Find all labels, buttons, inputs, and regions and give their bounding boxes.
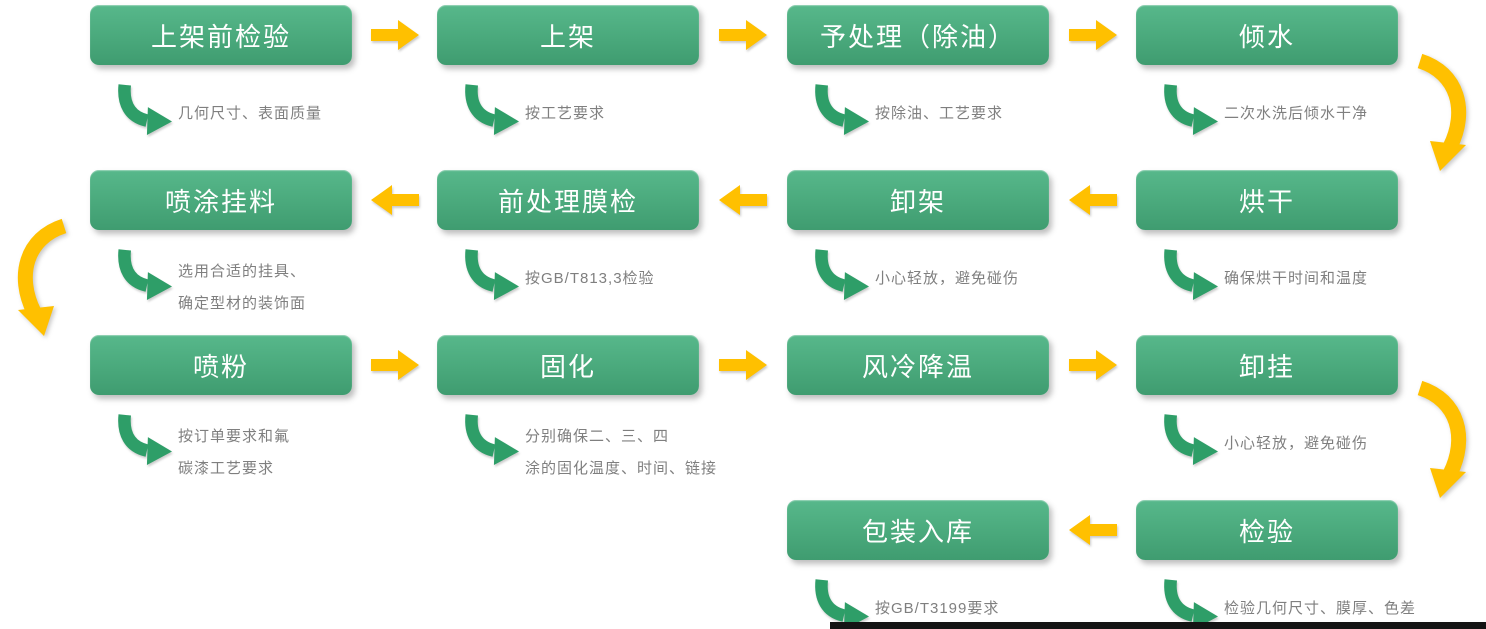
step-box-inspection-before-racking: 上架前检验 bbox=[90, 5, 352, 65]
step-note: 二次水洗后倾水干净 bbox=[1224, 105, 1369, 122]
note-swoosh-arrow-icon bbox=[463, 412, 521, 466]
step-note: 小心轻放，避免碰伤 bbox=[1224, 435, 1369, 452]
step-box-water-draining: 倾水 bbox=[1136, 5, 1398, 65]
step-note: 小心轻放，避免碰伤 bbox=[875, 270, 1020, 287]
note-swoosh-arrow-icon bbox=[116, 82, 174, 136]
step-box-curing: 固化 bbox=[437, 335, 699, 395]
step-note: 按GB/T813,3检验 bbox=[525, 270, 655, 287]
step-box-pretreatment-film-inspection: 前处理膜检 bbox=[437, 170, 699, 230]
step-box-unracking: 卸架 bbox=[787, 170, 1049, 230]
step-label: 前处理膜检 bbox=[497, 186, 638, 217]
row-connector-curve-right-icon bbox=[1412, 380, 1482, 500]
step-box-packing-warehousing: 包装入库 bbox=[787, 500, 1049, 560]
step-box-drying: 烘干 bbox=[1136, 170, 1398, 230]
step-label: 上架 bbox=[539, 21, 596, 52]
step-box-pretreatment-degreasing: 予处理（除油） bbox=[787, 5, 1049, 65]
note-swoosh-arrow-icon bbox=[813, 247, 871, 301]
flow-arrow-right-icon bbox=[719, 20, 767, 50]
note-swoosh-arrow-icon bbox=[116, 247, 174, 301]
step-note: 确保烘干时间和温度 bbox=[1224, 270, 1369, 287]
step-box-unhanging: 卸挂 bbox=[1136, 335, 1398, 395]
step-label: 喷粉 bbox=[192, 351, 249, 382]
step-note: 几何尺寸、表面质量 bbox=[178, 105, 323, 122]
step-note: 按订单要求和氟 碳漆工艺要求 bbox=[178, 428, 291, 477]
step-label: 烘干 bbox=[1238, 186, 1295, 217]
flow-arrow-right-icon bbox=[1069, 350, 1117, 380]
bottom-crop-strip bbox=[830, 622, 1486, 629]
step-note: 分别确保二、三、四 涂的固化温度、时间、链接 bbox=[525, 428, 718, 477]
step-label: 卸架 bbox=[889, 186, 946, 217]
flow-arrow-left-icon bbox=[1069, 185, 1117, 215]
step-label: 固化 bbox=[539, 351, 596, 382]
step-label: 喷涂挂料 bbox=[164, 186, 277, 217]
flow-arrow-left-icon bbox=[371, 185, 419, 215]
step-label: 风冷降温 bbox=[861, 351, 974, 382]
step-label: 卸挂 bbox=[1238, 351, 1295, 382]
note-swoosh-arrow-icon bbox=[463, 82, 521, 136]
step-label: 检验 bbox=[1238, 516, 1295, 547]
note-swoosh-arrow-icon bbox=[1162, 412, 1220, 466]
step-note: 检验几何尺寸、膜厚、色差 bbox=[1224, 600, 1417, 617]
step-box-air-cooling: 风冷降温 bbox=[787, 335, 1049, 395]
step-label: 包装入库 bbox=[861, 516, 974, 547]
step-label: 上架前检验 bbox=[150, 21, 291, 52]
step-box-final-inspection: 检验 bbox=[1136, 500, 1398, 560]
note-swoosh-arrow-icon bbox=[1162, 82, 1220, 136]
flow-arrow-right-icon bbox=[371, 20, 419, 50]
step-box-spray-hanging: 喷涂挂料 bbox=[90, 170, 352, 230]
flow-arrow-left-icon bbox=[719, 185, 767, 215]
flow-arrow-left-icon bbox=[1069, 515, 1117, 545]
step-label: 倾水 bbox=[1238, 21, 1295, 52]
flow-arrow-right-icon bbox=[371, 350, 419, 380]
step-box-racking: 上架 bbox=[437, 5, 699, 65]
note-swoosh-arrow-icon bbox=[1162, 247, 1220, 301]
flow-arrow-right-icon bbox=[1069, 20, 1117, 50]
step-note: 按工艺要求 bbox=[525, 105, 606, 122]
row-connector-curve-right-icon bbox=[1412, 53, 1482, 173]
flow-arrow-right-icon bbox=[719, 350, 767, 380]
note-swoosh-arrow-icon bbox=[463, 247, 521, 301]
note-swoosh-arrow-icon bbox=[116, 412, 174, 466]
step-note: 按GB/T3199要求 bbox=[875, 600, 1000, 617]
step-note: 选用合适的挂具、 确定型材的装饰面 bbox=[178, 263, 307, 312]
step-label: 予处理（除油） bbox=[819, 21, 1016, 52]
row-connector-curve-left-icon bbox=[2, 218, 72, 338]
note-swoosh-arrow-icon bbox=[813, 82, 871, 136]
step-box-powder-spraying: 喷粉 bbox=[90, 335, 352, 395]
step-note: 按除油、工艺要求 bbox=[875, 105, 1004, 122]
